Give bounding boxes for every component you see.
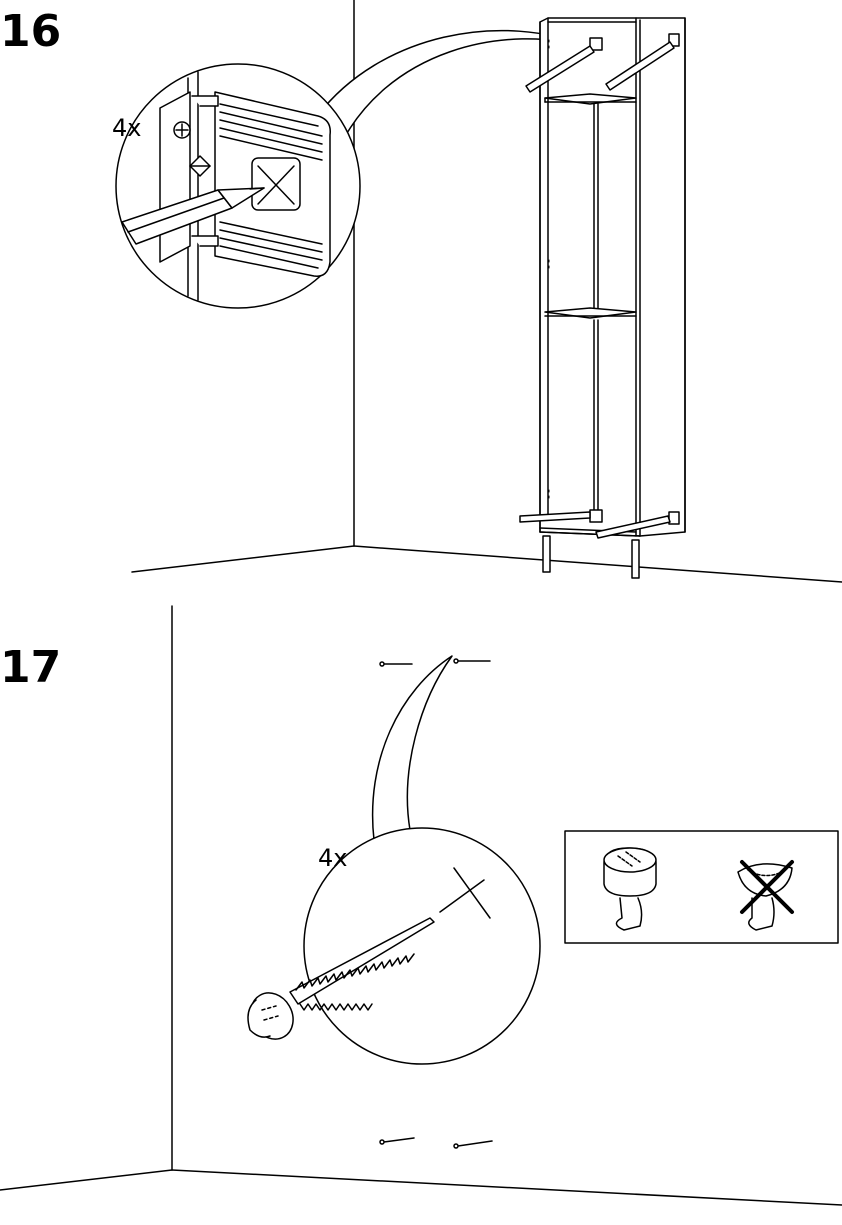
correct-screw-head-icon xyxy=(603,847,657,931)
bracket-detail-circle xyxy=(115,63,361,309)
screw-detail-circle xyxy=(247,827,541,1065)
screw-head-comparison-box xyxy=(564,830,839,944)
pencil-icon xyxy=(519,41,675,539)
step-16-panel: 4x xyxy=(112,0,842,583)
step-16-number: 16 xyxy=(0,6,62,57)
step-17-panel: 4x xyxy=(0,605,842,1206)
step-16-quantity-label: 4x xyxy=(112,114,141,142)
pencil-icon xyxy=(121,187,265,245)
wall-screw-marks xyxy=(379,658,493,1149)
cabinet-icon xyxy=(539,17,686,579)
wrong-screw-head-icon xyxy=(737,860,794,931)
step-17-number: 17 xyxy=(0,642,62,693)
wall-bracket-icon xyxy=(159,91,331,277)
detail-callout-curve xyxy=(371,655,453,841)
screw-icon xyxy=(247,917,435,1040)
room-corner xyxy=(0,605,842,1206)
step-17-quantity-label: 4x xyxy=(318,844,347,872)
